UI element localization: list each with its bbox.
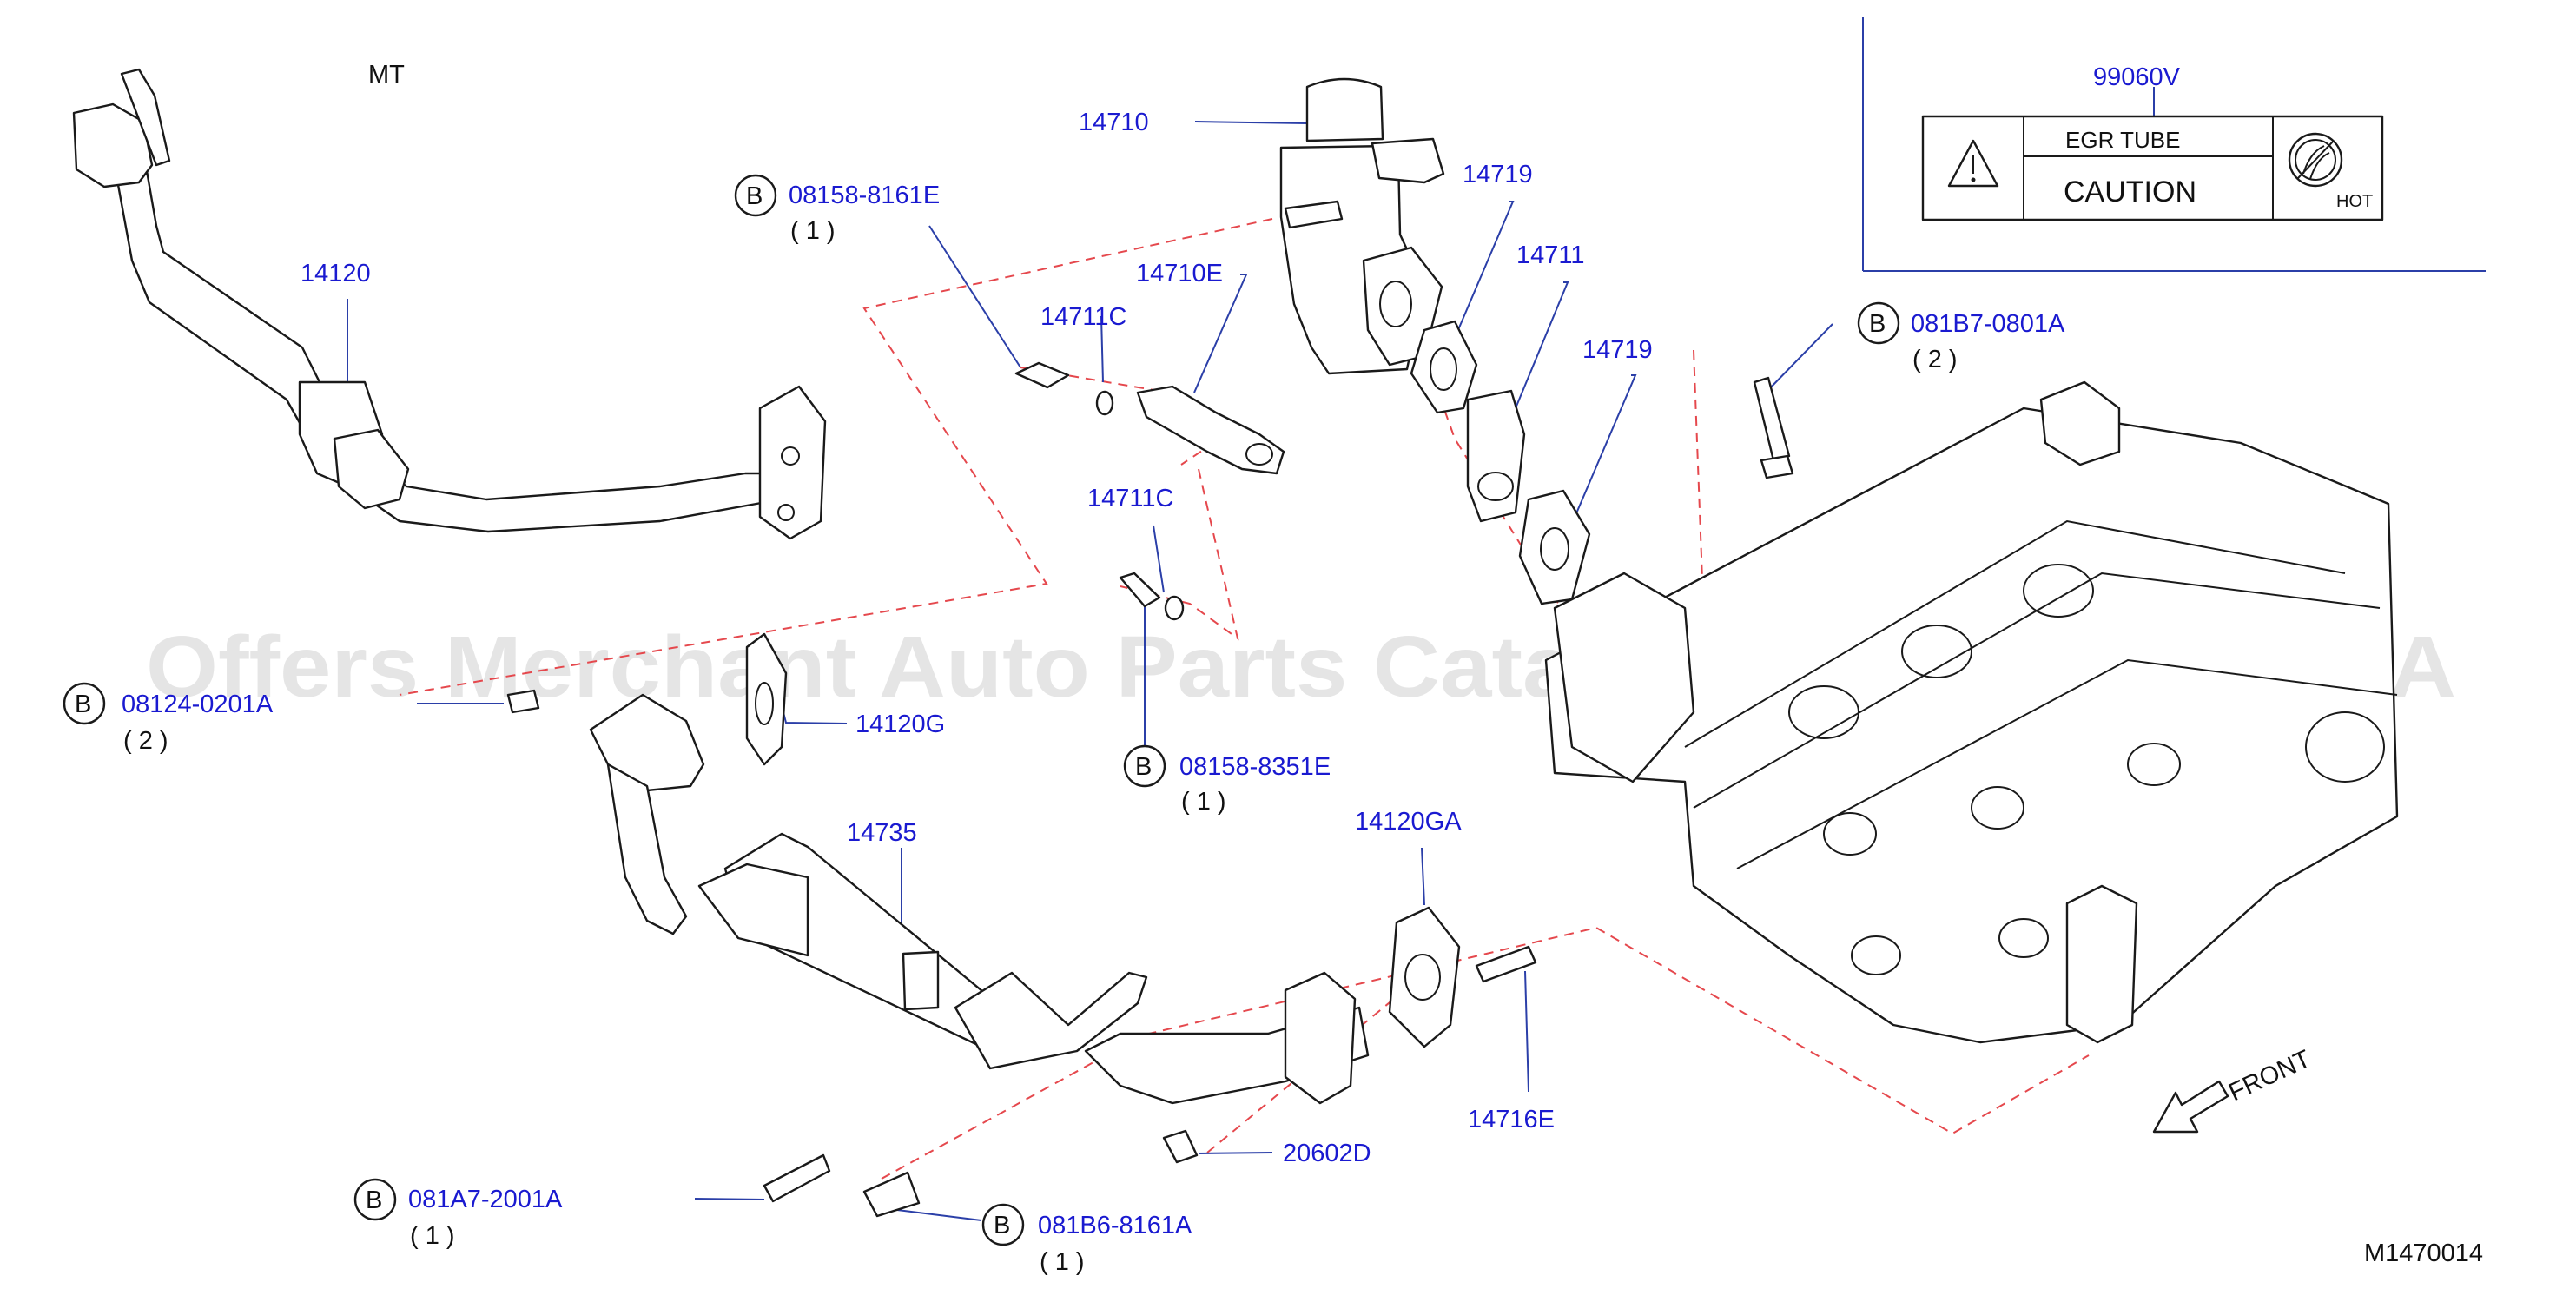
bolt-qty: ( 2 )	[1912, 346, 1958, 373]
part-14716E-label: 14716E	[1468, 1106, 1555, 1134]
bolt-081A7-2001A-callout: B 081A7-2001A ( 1 )	[353, 1178, 563, 1250]
part-14719-lower-label: 14719	[1582, 336, 1653, 364]
figure-code: M1470014	[2364, 1239, 2483, 1267]
bolt-marker-circle	[353, 1178, 397, 1221]
bolt-number: 081A7-2001A	[408, 1186, 563, 1213]
part-14735-label: 14735	[847, 819, 917, 847]
egr-tube-title: EGR TUBE	[2065, 127, 2180, 153]
bolt-qty: ( 1 )	[790, 217, 836, 245]
bolt-08124-0201A-callout: B 08124-0201A ( 2 )	[63, 682, 274, 755]
gaskets-14719-14711	[1410, 320, 1591, 605]
bolt-marker-circle	[981, 1203, 1025, 1246]
caution-label-inset: 99060V EGR TUBE CAUTION HOT	[1921, 63, 2384, 221]
small-fasteners	[506, 361, 1794, 1218]
part-14710E-label: 14710E	[1136, 260, 1223, 288]
bolt-marker: B	[75, 691, 91, 718]
part-14711C-lower-label: 14711C	[1087, 485, 1173, 512]
bolt-qty: ( 1 )	[410, 1222, 455, 1250]
bolt-08158-8351E-callout: B 08158-8351E ( 1 )	[1123, 744, 1331, 816]
egr-valve-14710	[1279, 77, 1445, 375]
caution-text: CAUTION	[2064, 175, 2196, 208]
bolt-number: 08158-8351E	[1179, 753, 1331, 781]
bolt-081B6-8161A-callout: B 081B6-8161A ( 1 )	[981, 1203, 1192, 1276]
bolt-qty: ( 1 )	[1040, 1248, 1085, 1276]
bolt-marker: B	[1869, 310, 1886, 338]
gasket-14120G	[745, 632, 788, 766]
bolt-08158-8161E-callout: B 08158-8161E ( 1 )	[734, 174, 940, 245]
bolt-marker: B	[994, 1212, 1010, 1239]
gasket-14120GA	[1388, 906, 1461, 1048]
part-14711-label: 14711	[1516, 241, 1585, 269]
bolt-marker-circle	[63, 682, 106, 725]
bolt-marker: B	[1135, 753, 1152, 781]
part-14120-label: 14120	[301, 260, 371, 288]
front-label: FRONT	[2224, 1045, 2315, 1107]
bolt-number: 08124-0201A	[122, 691, 274, 718]
part-14711C-upper-label: 14711C	[1040, 303, 1126, 331]
part-14120GA-label: 14120GA	[1355, 808, 1462, 836]
variant-label: MT	[368, 61, 405, 89]
bolt-number: 081B6-8161A	[1038, 1212, 1192, 1239]
part-99060V-label: 99060V	[2093, 63, 2181, 91]
front-arrow: FRONT	[2152, 1045, 2315, 1134]
egr-tube-14120	[72, 68, 827, 540]
bolt-marker-circle	[1123, 744, 1166, 788]
part-14719-upper-label: 14719	[1463, 161, 1533, 188]
bolt-marker-circle	[1857, 301, 1900, 345]
part-14710-label: 14710	[1079, 109, 1149, 136]
bracket-14710E	[1136, 385, 1285, 475]
bolt-marker: B	[746, 182, 763, 210]
bolt-marker-circle	[734, 174, 777, 217]
hot-text: HOT	[2336, 192, 2373, 211]
part-20602D-label: 20602D	[1283, 1140, 1371, 1167]
egr-cooler-14735	[589, 693, 1370, 1105]
part-14120G-label: 14120G	[855, 711, 945, 738]
bolt-081B7-0801A-callout: B 081B7-0801A ( 2 )	[1857, 301, 2065, 373]
cylinder-head	[1544, 380, 2399, 1044]
bolt-qty: ( 1 )	[1181, 788, 1226, 816]
bolt-number: 08158-8161E	[789, 182, 940, 209]
bolt-qty: ( 2 )	[123, 727, 168, 755]
hot-surface-icon	[2288, 132, 2343, 188]
bolt-marker: B	[366, 1187, 382, 1214]
warning-triangle-icon	[1947, 139, 1999, 188]
bolt-number: 081B7-0801A	[1911, 310, 2065, 338]
